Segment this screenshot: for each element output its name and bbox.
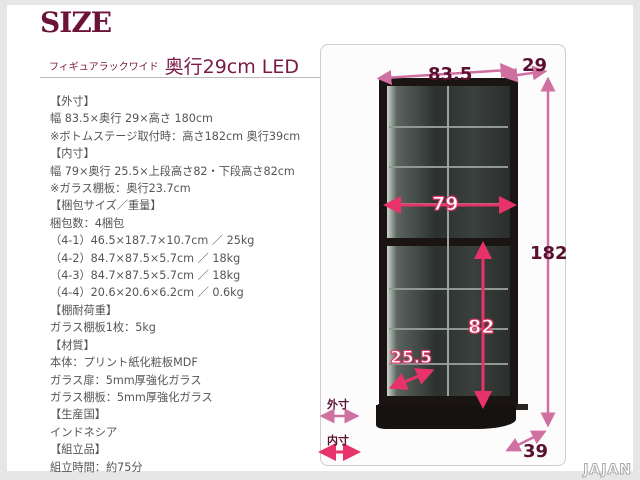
spec-line: インドネシア [50,425,118,439]
spec-line: 【内寸】 [50,147,95,161]
spec-line: 幅 83.5×奥行 29×高さ 180cm [50,112,213,126]
inner-depth-label: 25.5 [390,348,433,369]
base-depth-label: 39 [523,441,549,462]
spec-line: ガラス棚板1枚：5kg [50,321,156,335]
spec-line: （4-1）46.5×187.7×10.7cm ／ 25kg [50,234,255,248]
spec-line: 組立時間：約75分 [50,460,143,474]
inner-width-label: 79 [431,193,459,216]
product-subtitle: フィギュアラックワイド奥行29cm LED [49,52,299,79]
legend-inner: 内寸 [327,434,349,447]
spec-line: ※ボトムステージ取付時：高さ182cm 奥行39cm [50,129,301,143]
spec-line: 【外寸】 [50,95,95,108]
page-title: SIZE [40,6,112,39]
outer-height-label: 182 [530,243,568,264]
spec-line: 【組立品】 [50,443,106,457]
product-model: 奥行29cm LED [164,56,300,78]
spec-line: ガラス棚板：5mm厚強化ガラス [50,390,213,404]
spec-line: 【梱包サイズ／重量】 [50,199,162,213]
spec-line: （4-3）84.7×87.5×5.7cm ／ 18kg [50,269,241,283]
spec-line: 【材質】 [50,338,95,352]
spec-line: ガラス扉：5mm厚強化ガラス [50,373,202,387]
brand-logo: JAJAN [583,462,632,479]
cabinet-base [376,405,516,429]
spec-line: 幅 79×奥行 25.5×上段高さ82・下段高さ82cm [50,164,295,178]
spec-line: ※ガラス棚板：奥行23.7cm [50,182,191,196]
divider [40,77,320,78]
spec-line: 梱包数：4梱包 [50,216,125,230]
outer-depth-label: 29 [522,55,548,76]
spec-line: 【棚耐荷重】 [50,303,118,317]
product-name: フィギュアラックワイド [49,62,159,73]
spec-line: 【生産国】 [50,408,106,422]
legend-outer: 外寸 [327,398,349,411]
spec-list: 【外寸】幅 83.5×奥行 29×高さ 180cm ※ボトムステージ取付時：高さ1… [50,93,300,476]
spec-line: 本体：プリント紙化粧板MDF [50,356,198,370]
spec-line: （4-2）84.7×87.5×5.7cm ／ 18kg [50,251,241,265]
outer-width-label: 83.5 [428,64,473,85]
inner-height-label: 82 [467,316,495,339]
spec-line: （4-4）20.6×20.6×6.2cm ／ 0.6kg [50,286,244,300]
